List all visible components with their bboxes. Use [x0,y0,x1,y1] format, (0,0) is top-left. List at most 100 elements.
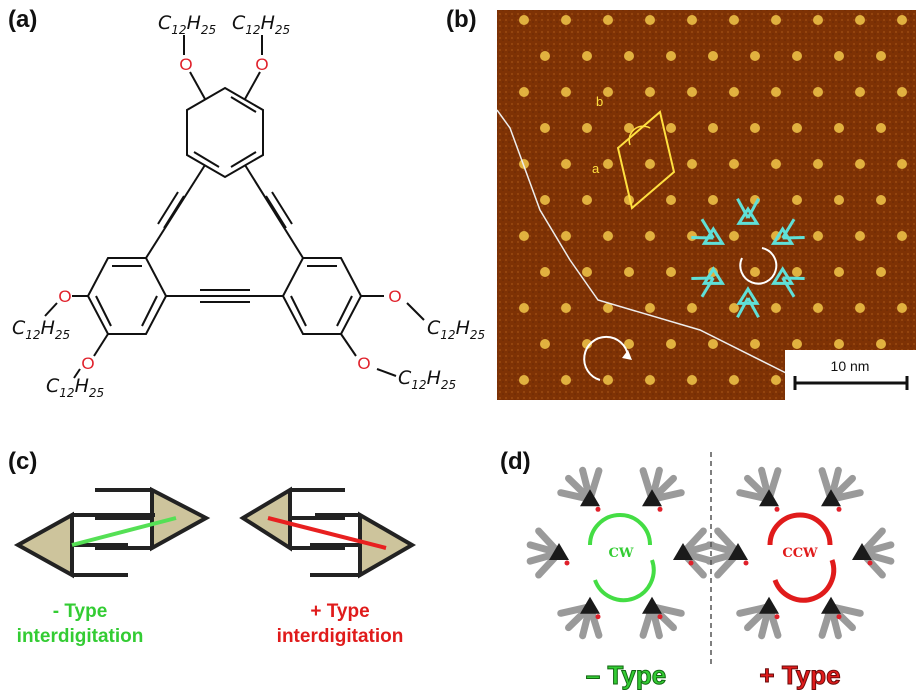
stm-bright-spot [540,195,550,205]
stm-bright-spot [897,231,907,241]
stm-bright-spot [729,87,739,97]
stm-bright-spot [813,303,823,313]
alkyl-chain-label: C12H25 [398,367,456,392]
stm-bright-spot [876,51,886,61]
stm-bright-spot [561,15,571,25]
stm-bright-spot [750,339,760,349]
stm-bright-spot [561,375,571,385]
stm-bright-spot [876,339,886,349]
plus-type-caption-line1: + Type [310,601,369,622]
stm-bright-spot [771,87,781,97]
stm-bright-spot [519,375,529,385]
panel-label-a: (a) [8,6,38,33]
molecular-model-overlay [691,197,805,319]
stm-bright-spot [624,51,634,61]
alkyl-chain-label: C12H25 [158,12,216,37]
plus-type-caption-line2: interdigitation [277,626,404,647]
cw-label: CW [609,546,634,561]
stm-bright-spot [708,51,718,61]
molecule-overlay-unit [701,266,726,285]
domain-boundary-line [496,109,791,376]
plus-type-schematic [239,486,417,579]
ccw-molecular-network [705,466,895,640]
minus-type-caption-line2: interdigitation [17,626,144,647]
stm-bright-spot [855,87,865,97]
stm-bright-spot [666,123,676,133]
stm-bright-spot [855,15,865,25]
stm-bright-spot [729,303,739,313]
stm-bright-spot [582,51,592,61]
stm-bright-spot [687,303,697,313]
scale-bar-label: 10 nm [831,358,870,374]
stm-bright-spot [687,159,697,169]
alkyl-chain-label: C12H25 [427,317,485,342]
molecule-core [642,489,662,507]
molecule-core [759,596,779,614]
alkyl-chain-label: C12H25 [46,375,104,400]
stm-bright-spot [582,339,592,349]
stm-bright-spot [708,195,718,205]
molecule-core [821,489,841,507]
stm-bright-spot [540,51,550,61]
lattice-vector-a-label: a [592,161,600,176]
stm-bright-spot [876,195,886,205]
stm-bright-spot [897,303,907,313]
stm-bright-spot [813,231,823,241]
stm-bright-spot [771,15,781,25]
stm-bright-spot [750,123,760,133]
stm-bright-spot [876,123,886,133]
stm-bright-spot [834,339,844,349]
stm-bright-spot [603,231,613,241]
stm-bright-spot [666,51,676,61]
stm-bright-spot [582,267,592,277]
stm-bright-spot [813,87,823,97]
stm-bright-spot [561,159,571,169]
oxygen-label: O [179,55,192,74]
molecule-core [673,543,693,560]
stm-bright-spot [708,339,718,349]
molecule-core [580,489,600,507]
stm-bright-spot [729,231,739,241]
alkyl-chain-label: C12H25 [232,12,290,37]
stm-bright-spot [855,303,865,313]
alkyne-bridge-bottom [166,289,283,303]
stm-bright-spot [792,267,802,277]
molecule-core [549,543,569,560]
plus-type-title: + Type [759,660,840,690]
molecule-overlay-unit [736,286,760,305]
stm-bright-spot [897,15,907,25]
stm-bright-spot [645,375,655,385]
stm-bright-spot [771,375,781,385]
scale-bar-box [785,350,916,400]
oxygen-label: O [388,287,401,306]
stm-bright-spot [813,15,823,25]
stm-bright-spot [645,87,655,97]
cw-rotation-arrows [588,513,656,603]
stm-bright-spot [897,87,907,97]
oxygen-label: O [255,55,268,74]
stm-bright-spot [729,15,739,25]
stm-bright-spot [729,375,739,385]
molecule-overlay-unit [770,226,795,245]
alkyl-chain-label: C12H25 [12,317,70,342]
stm-bright-spot [603,159,613,169]
molecule-core [759,489,779,507]
stm-bright-spot [624,339,634,349]
minus-type-title: – Type [586,660,666,690]
oxygen-label: O [58,287,71,306]
stm-bright-spot [666,339,676,349]
rotation-arrow-overlay [739,247,778,285]
stm-bright-spot [855,159,865,169]
stm-bright-spot [582,195,592,205]
cw-molecular-network [526,466,716,640]
molecule-core [821,596,841,614]
panel-label-d: (d) [500,448,531,475]
stm-bright-spot [624,267,634,277]
molecule-overlay-unit [701,226,726,245]
stm-bright-spot [645,231,655,241]
stm-bright-spot [876,267,886,277]
molecule-core [852,543,872,560]
alkyne-bridge-right [244,164,304,259]
stm-bright-spot [540,339,550,349]
stm-bright-spot [750,51,760,61]
